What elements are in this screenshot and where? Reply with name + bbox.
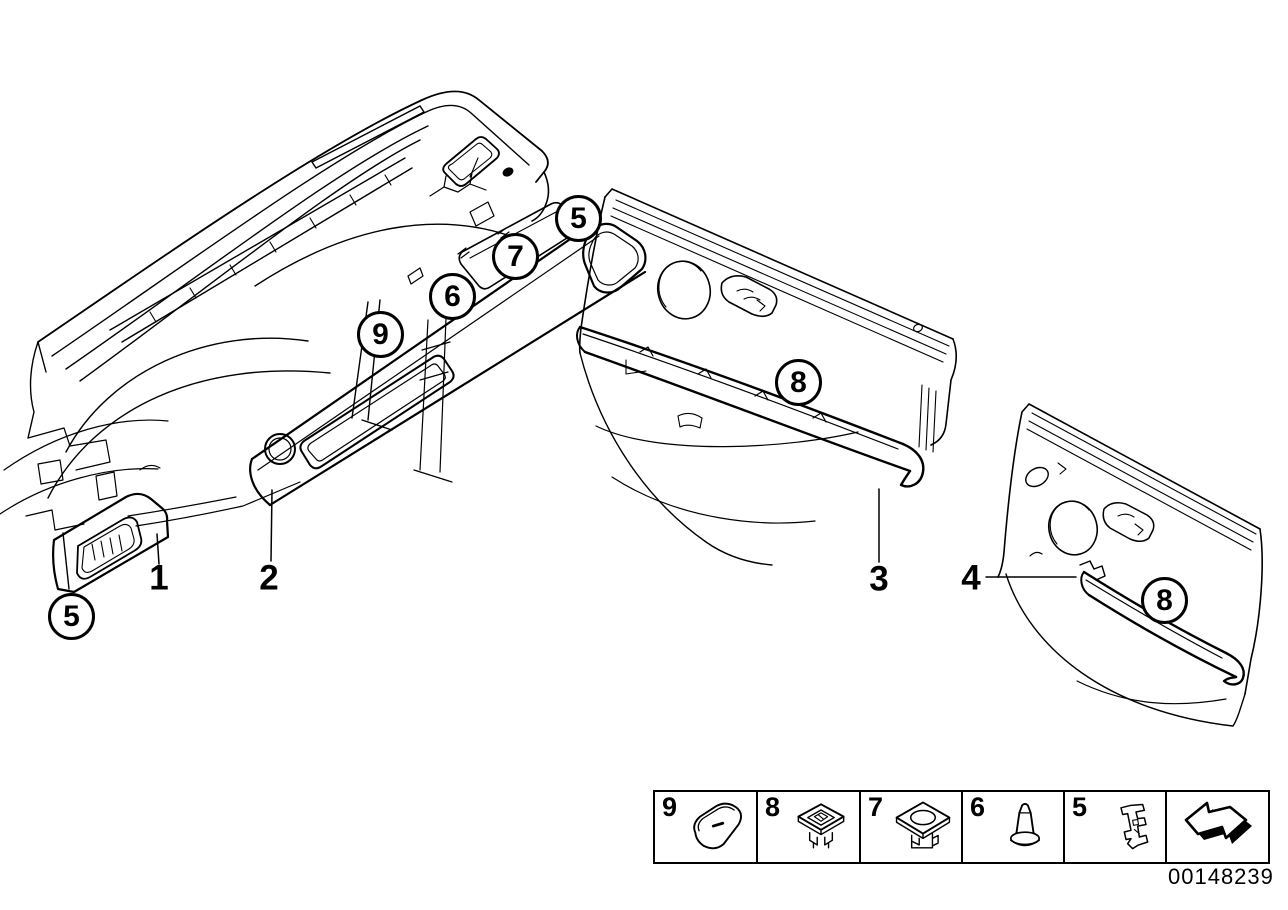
- part-label-3[interactable]: 3: [869, 559, 889, 599]
- legend-cell-5[interactable]: 5: [1065, 792, 1167, 862]
- push-pin-rivet-icon: [1009, 802, 1041, 847]
- callout-circle-6[interactable]: 6: [429, 273, 476, 320]
- front-door-drawing: [578, 188, 957, 566]
- callout-circle-7[interactable]: 7: [492, 233, 539, 280]
- callout-circle-5-dashboard[interactable]: 5: [555, 195, 602, 242]
- drawing-number: 00148239: [1168, 864, 1274, 889]
- part-label-4[interactable]: 4: [961, 558, 981, 598]
- leader-line-2: [270, 489, 273, 562]
- callout-label: 7: [507, 239, 524, 273]
- dashboard-drawing: [0, 90, 581, 561]
- callout-label: 9: [372, 317, 389, 351]
- callout-label: 6: [444, 279, 461, 313]
- legend-number: 5: [1072, 792, 1088, 822]
- callout-label: 8: [1156, 583, 1173, 617]
- callout-circle-8-rear-door[interactable]: 8: [1141, 577, 1188, 624]
- fastener-legend: 9 8 7: [653, 790, 1270, 864]
- legend-cell-6[interactable]: 6: [963, 792, 1065, 862]
- callout-circle-8-front-door[interactable]: 8: [775, 359, 822, 406]
- callout-label: 8: [790, 365, 807, 399]
- rear-door-drawing: [997, 403, 1263, 727]
- legend-cell-7[interactable]: 7: [861, 792, 963, 862]
- part-label-1[interactable]: 1: [149, 558, 169, 598]
- legend-nav-arrow-cell[interactable]: [1167, 792, 1268, 862]
- callout-label: 5: [570, 201, 587, 235]
- legend-number: 9: [662, 792, 678, 822]
- legend-number: 8: [765, 792, 781, 822]
- expanding-clip-icon: [797, 803, 845, 849]
- callout-label: 5: [63, 599, 80, 633]
- legend-cell-8[interactable]: 8: [758, 792, 861, 862]
- rear-door-trim-strip: [985, 560, 1245, 686]
- glovebox-trim-strip: [52, 492, 170, 594]
- trim-cap-fastener-icon: [693, 802, 742, 850]
- legend-cell-9[interactable]: 9: [655, 792, 758, 862]
- spring-steel-clip-icon: [1120, 803, 1149, 850]
- leader-line-1: [156, 533, 160, 565]
- legend-number: 6: [970, 792, 986, 822]
- direction-arrow-icon: [1184, 801, 1252, 844]
- front-door-trim-strip: [576, 325, 925, 563]
- grommet-clip-icon: [895, 801, 951, 849]
- callout-circle-9[interactable]: 9: [357, 311, 404, 358]
- callout-circle-5-glovebox[interactable]: 5: [48, 593, 95, 640]
- part-label-2[interactable]: 2: [259, 558, 279, 598]
- legend-number: 7: [868, 792, 884, 822]
